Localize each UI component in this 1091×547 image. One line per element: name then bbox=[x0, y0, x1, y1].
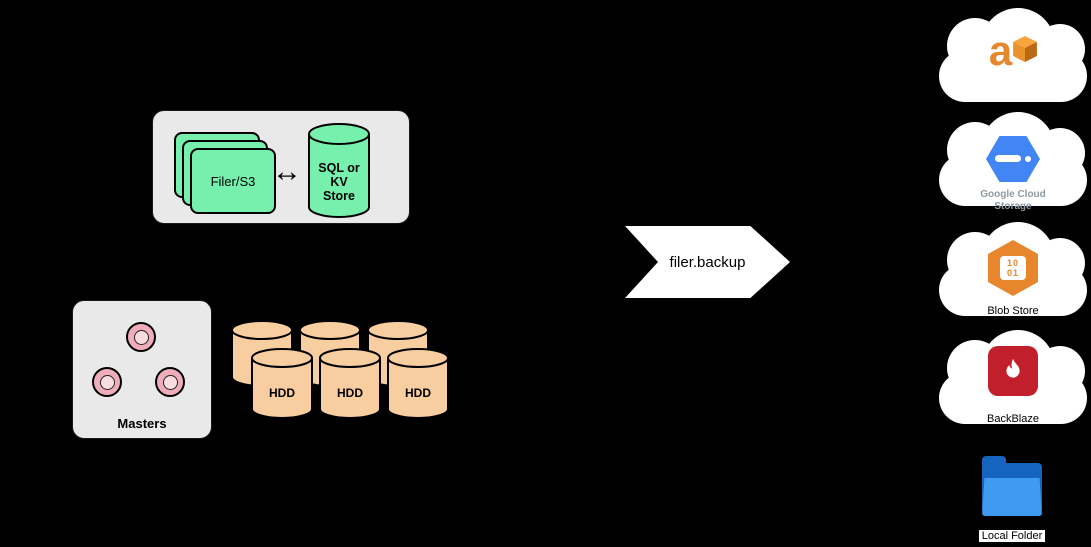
kv-store-label: SQL or KV Store bbox=[307, 161, 371, 203]
filer-backup-arrow: filer.backup bbox=[625, 226, 790, 298]
backblaze-label: BackBlaze bbox=[987, 413, 1039, 426]
cloud-shape bbox=[1035, 238, 1085, 288]
cloud-google-cloud-storage: Google Cloud Storage bbox=[935, 112, 1091, 212]
aws-cube-shape bbox=[1013, 36, 1038, 62]
cloud-backblaze: BackBlaze bbox=[935, 330, 1091, 430]
cloud-shape bbox=[1035, 128, 1085, 178]
cloud-amazon-s3: a bbox=[935, 8, 1091, 108]
aws-letter: a bbox=[988, 27, 1013, 74]
local-folder-label-text: Local Folder bbox=[978, 530, 1046, 542]
gcs-hexagon-icon bbox=[986, 136, 1040, 182]
master-node-icon bbox=[126, 322, 156, 352]
blob-binary-line: 01 bbox=[1006, 268, 1019, 278]
kv-store-line: Store bbox=[323, 189, 355, 203]
folder-front-panel bbox=[982, 478, 1042, 516]
filer-cluster-box: Filer/S3 ↔ SQL or KV Store bbox=[152, 110, 410, 224]
master-node-icon bbox=[155, 367, 185, 397]
cloud-shape bbox=[1035, 346, 1085, 396]
gcs-label: Google Cloud Storage bbox=[935, 189, 1091, 212]
gcs-label-text: Google Cloud Storage bbox=[980, 189, 1046, 212]
blob-binary-line: 10 bbox=[1006, 258, 1019, 268]
master-node-icon bbox=[92, 367, 122, 397]
cloud-blob-store: 10 01 Blob Store bbox=[935, 222, 1091, 322]
cloud-shape bbox=[1035, 24, 1085, 74]
hdd-cylinder: HDD bbox=[318, 348, 382, 420]
local-folder-icon bbox=[982, 454, 1042, 516]
gcs-dot bbox=[1025, 155, 1031, 162]
filer-label: Filer/S3 bbox=[210, 173, 256, 189]
backblaze-flame-icon bbox=[988, 346, 1038, 396]
aws-cube-icon: a bbox=[935, 27, 1091, 74]
hdd-label: HDD bbox=[405, 386, 431, 400]
masters-label: Masters bbox=[117, 416, 167, 431]
hdd-label: HDD bbox=[337, 386, 363, 400]
blob-store-label: Blob Store bbox=[987, 305, 1039, 318]
filer-card-front: Filer/S3 bbox=[190, 148, 276, 214]
flame-shape bbox=[1006, 358, 1020, 378]
kv-store-line: SQL or bbox=[318, 161, 360, 175]
hdd-cylinder: HDD bbox=[250, 348, 314, 420]
gcs-dash bbox=[995, 155, 1021, 162]
filer-backup-label: filer.backup bbox=[669, 253, 746, 271]
cylinder-shape bbox=[308, 123, 370, 218]
kv-store-cylinder: SQL or KV Store bbox=[307, 123, 371, 219]
blob-binary-box: 10 01 bbox=[1000, 256, 1026, 280]
hdd-label: HDD bbox=[269, 386, 295, 400]
masters-box: Masters bbox=[72, 300, 212, 439]
double-arrow-icon: ↔ bbox=[272, 155, 302, 188]
kv-store-line: KV bbox=[330, 175, 348, 189]
hdd-cylinder: HDD bbox=[386, 348, 450, 420]
local-folder-label: Local Folder bbox=[960, 526, 1064, 544]
